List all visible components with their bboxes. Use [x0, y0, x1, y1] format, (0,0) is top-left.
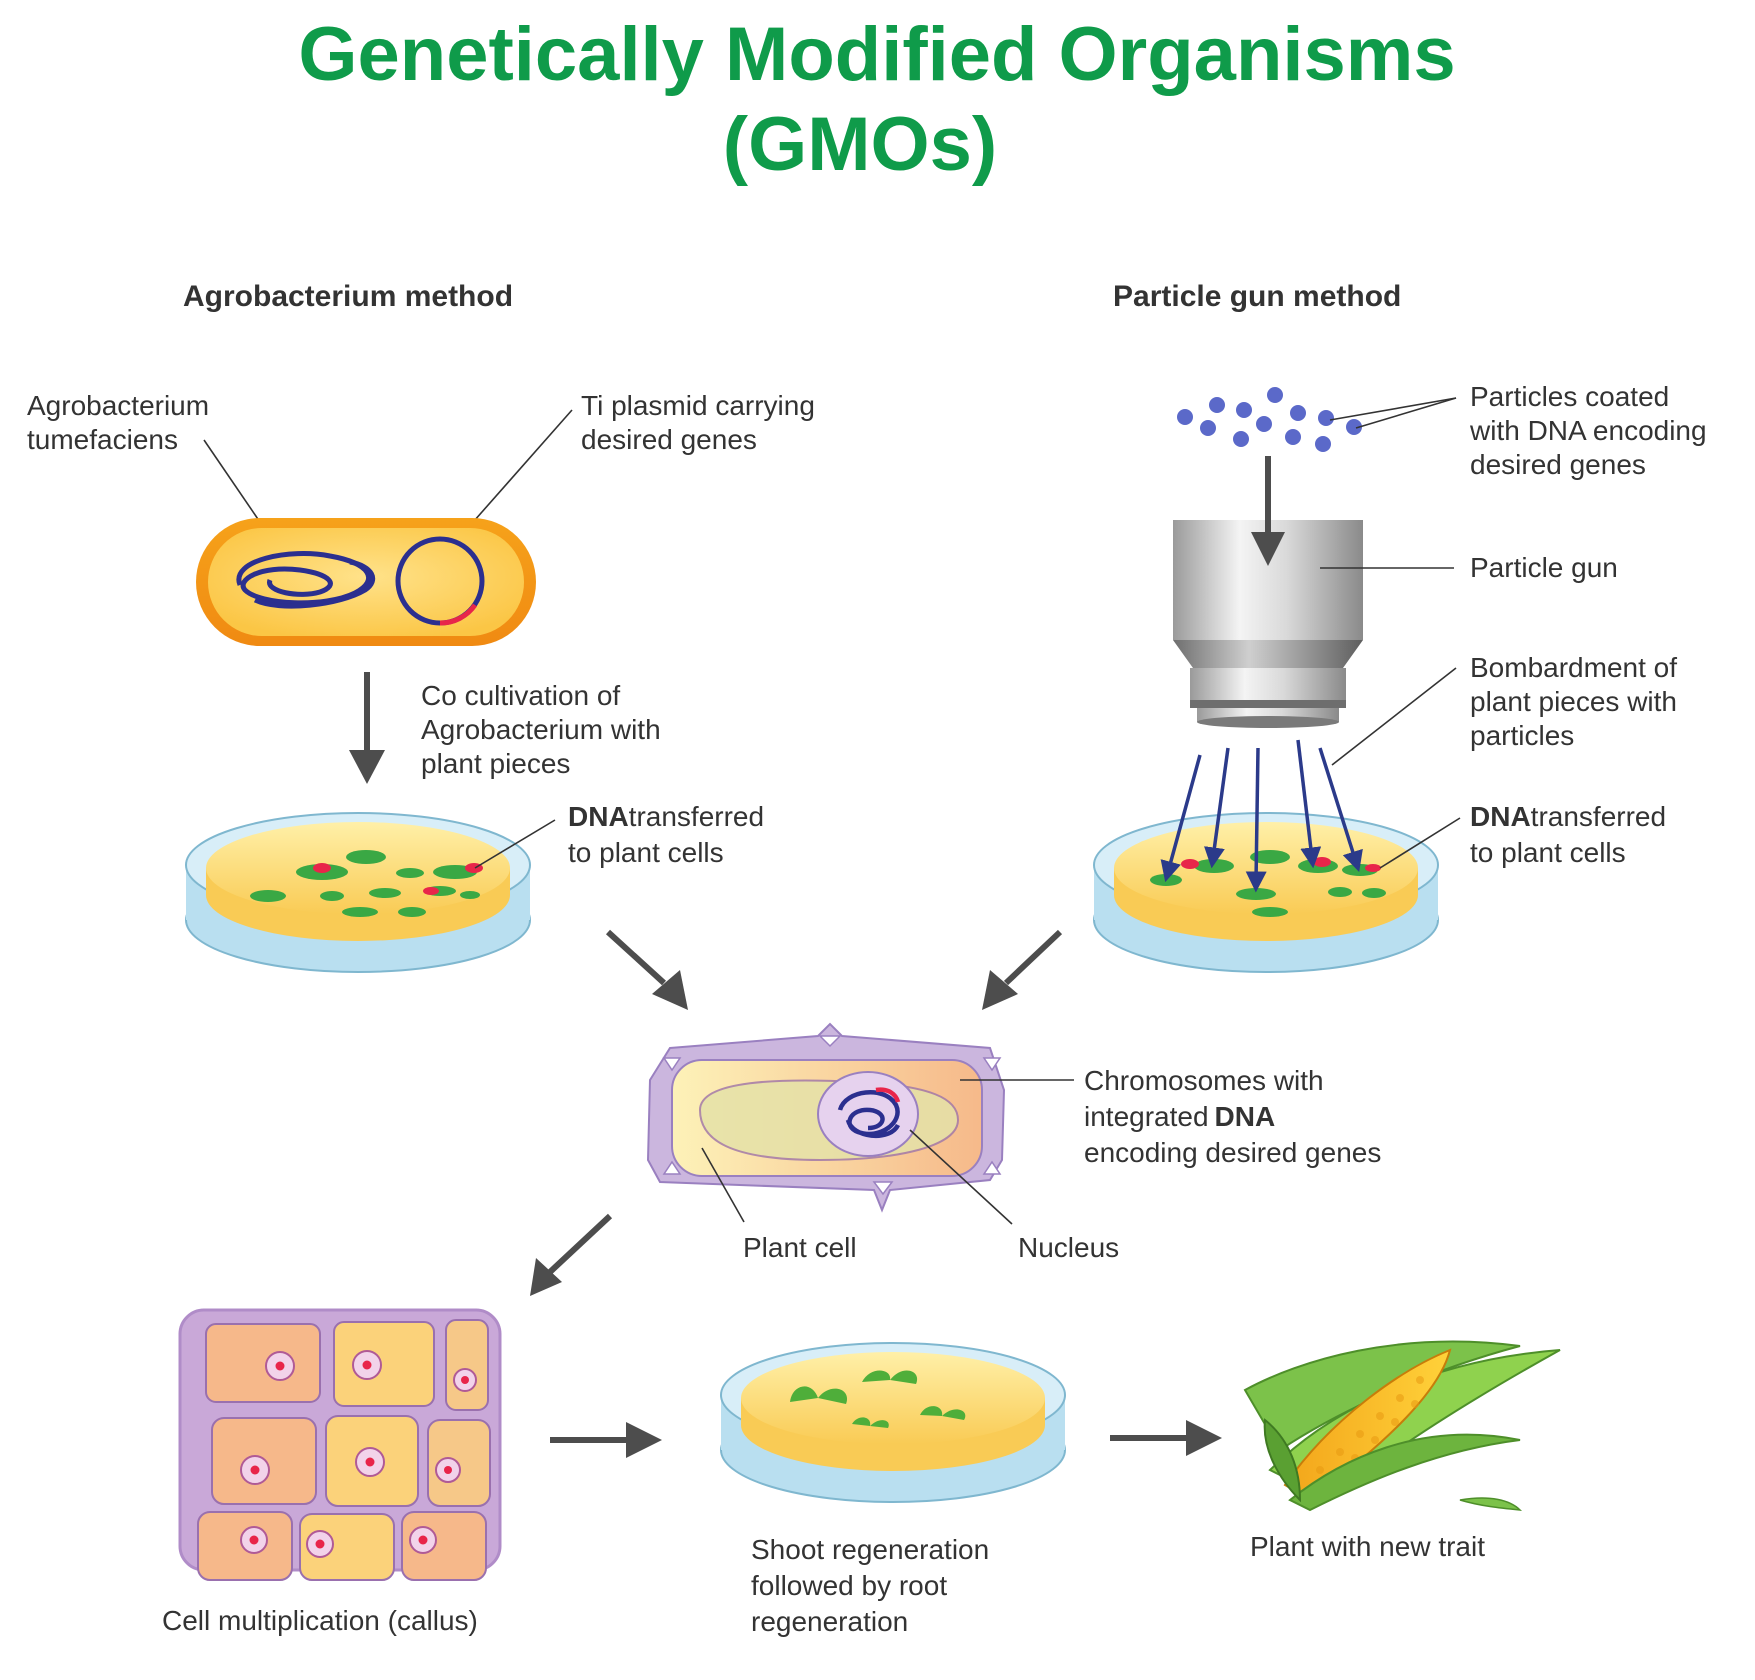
shoot-label-1: Shoot regeneration	[751, 1534, 989, 1565]
nucleus-leader	[909, 1129, 1013, 1225]
bombardment-label-2: plant pieces with	[1470, 686, 1677, 717]
plant-cell-leader	[701, 1147, 745, 1223]
chromosome-label-3: encoding desired genes	[1084, 1137, 1381, 1168]
shoot-dish-icon	[720, 1342, 1066, 1503]
callus-icon	[178, 1308, 502, 1581]
plant-cell-icon	[646, 1022, 1006, 1213]
bacterium-leader	[203, 439, 263, 526]
particles-label-1: Particles coated	[1470, 381, 1669, 412]
bacterium-icon	[196, 518, 536, 646]
title-line1: Genetically Modified Organisms	[298, 12, 1455, 97]
plasmid-leader	[458, 409, 573, 539]
petri-dish-right-icon	[1093, 812, 1439, 973]
petri-dish-icon	[185, 812, 531, 973]
shoot-label-2: followed by root	[751, 1570, 947, 1601]
dna-left-line2: to plant cells	[568, 837, 724, 868]
chromosome-label-1: Chromosomes with	[1084, 1065, 1324, 1096]
corn-icon	[1243, 1340, 1561, 1512]
dna-left-rest: transferred	[629, 801, 764, 832]
bombardment-arrows	[1160, 739, 1363, 893]
dna-right-line2: to plant cells	[1470, 837, 1626, 868]
plant-label: Plant with new trait	[1250, 1531, 1485, 1562]
bombardment-label-1: Bombardment of	[1470, 652, 1677, 683]
dna-left-bold: DNA	[568, 801, 629, 832]
cocultivation-label-1: Co cultivation of	[421, 680, 620, 711]
bacterium-label-1: Agrobacterium	[27, 390, 209, 421]
cocultivation-label-2: Agrobacterium with	[421, 714, 661, 745]
callus-label: Cell multiplication (callus)	[162, 1605, 478, 1636]
dna-right-rest: transferred	[1531, 801, 1666, 832]
title-line2: (GMOs)	[723, 102, 997, 187]
bombardment-label-3: particles	[1470, 720, 1574, 751]
agrobacterium-heading: Agrobacterium method	[183, 280, 513, 313]
bombardment-leader	[1331, 667, 1457, 766]
cocultivation-label-3: plant pieces	[421, 748, 570, 779]
arrow-right-to-cell	[1003, 929, 1063, 986]
shoot-label-3: regeneration	[751, 1606, 908, 1637]
dna-right-leader	[1379, 817, 1461, 869]
dna-left-leader	[474, 819, 556, 869]
chromosome-label-2-bold: DNA	[1215, 1101, 1276, 1132]
particle-gun-heading: Particle gun method	[1113, 280, 1401, 313]
particles-label-2: with DNA encoding	[1469, 415, 1707, 446]
plasmid-label-1: Ti plasmid carrying	[581, 390, 815, 421]
particles-icon	[1177, 387, 1362, 452]
nucleus-label: Nucleus	[1018, 1232, 1119, 1263]
chromosome-label-2-pre: integrated	[1084, 1101, 1209, 1132]
plasmid-label-2: desired genes	[581, 424, 757, 455]
particle-gun-icon	[1173, 520, 1363, 728]
gun-label: Particle gun	[1470, 552, 1618, 583]
dna-right-bold: DNA	[1470, 801, 1531, 832]
particles-label-3: desired genes	[1470, 449, 1646, 480]
arrow-cell-to-callus	[547, 1213, 613, 1275]
plant-cell-label: Plant cell	[743, 1232, 857, 1263]
bacterium-label-2: tumefaciens	[27, 424, 178, 455]
arrow-left-to-cell	[605, 929, 667, 986]
